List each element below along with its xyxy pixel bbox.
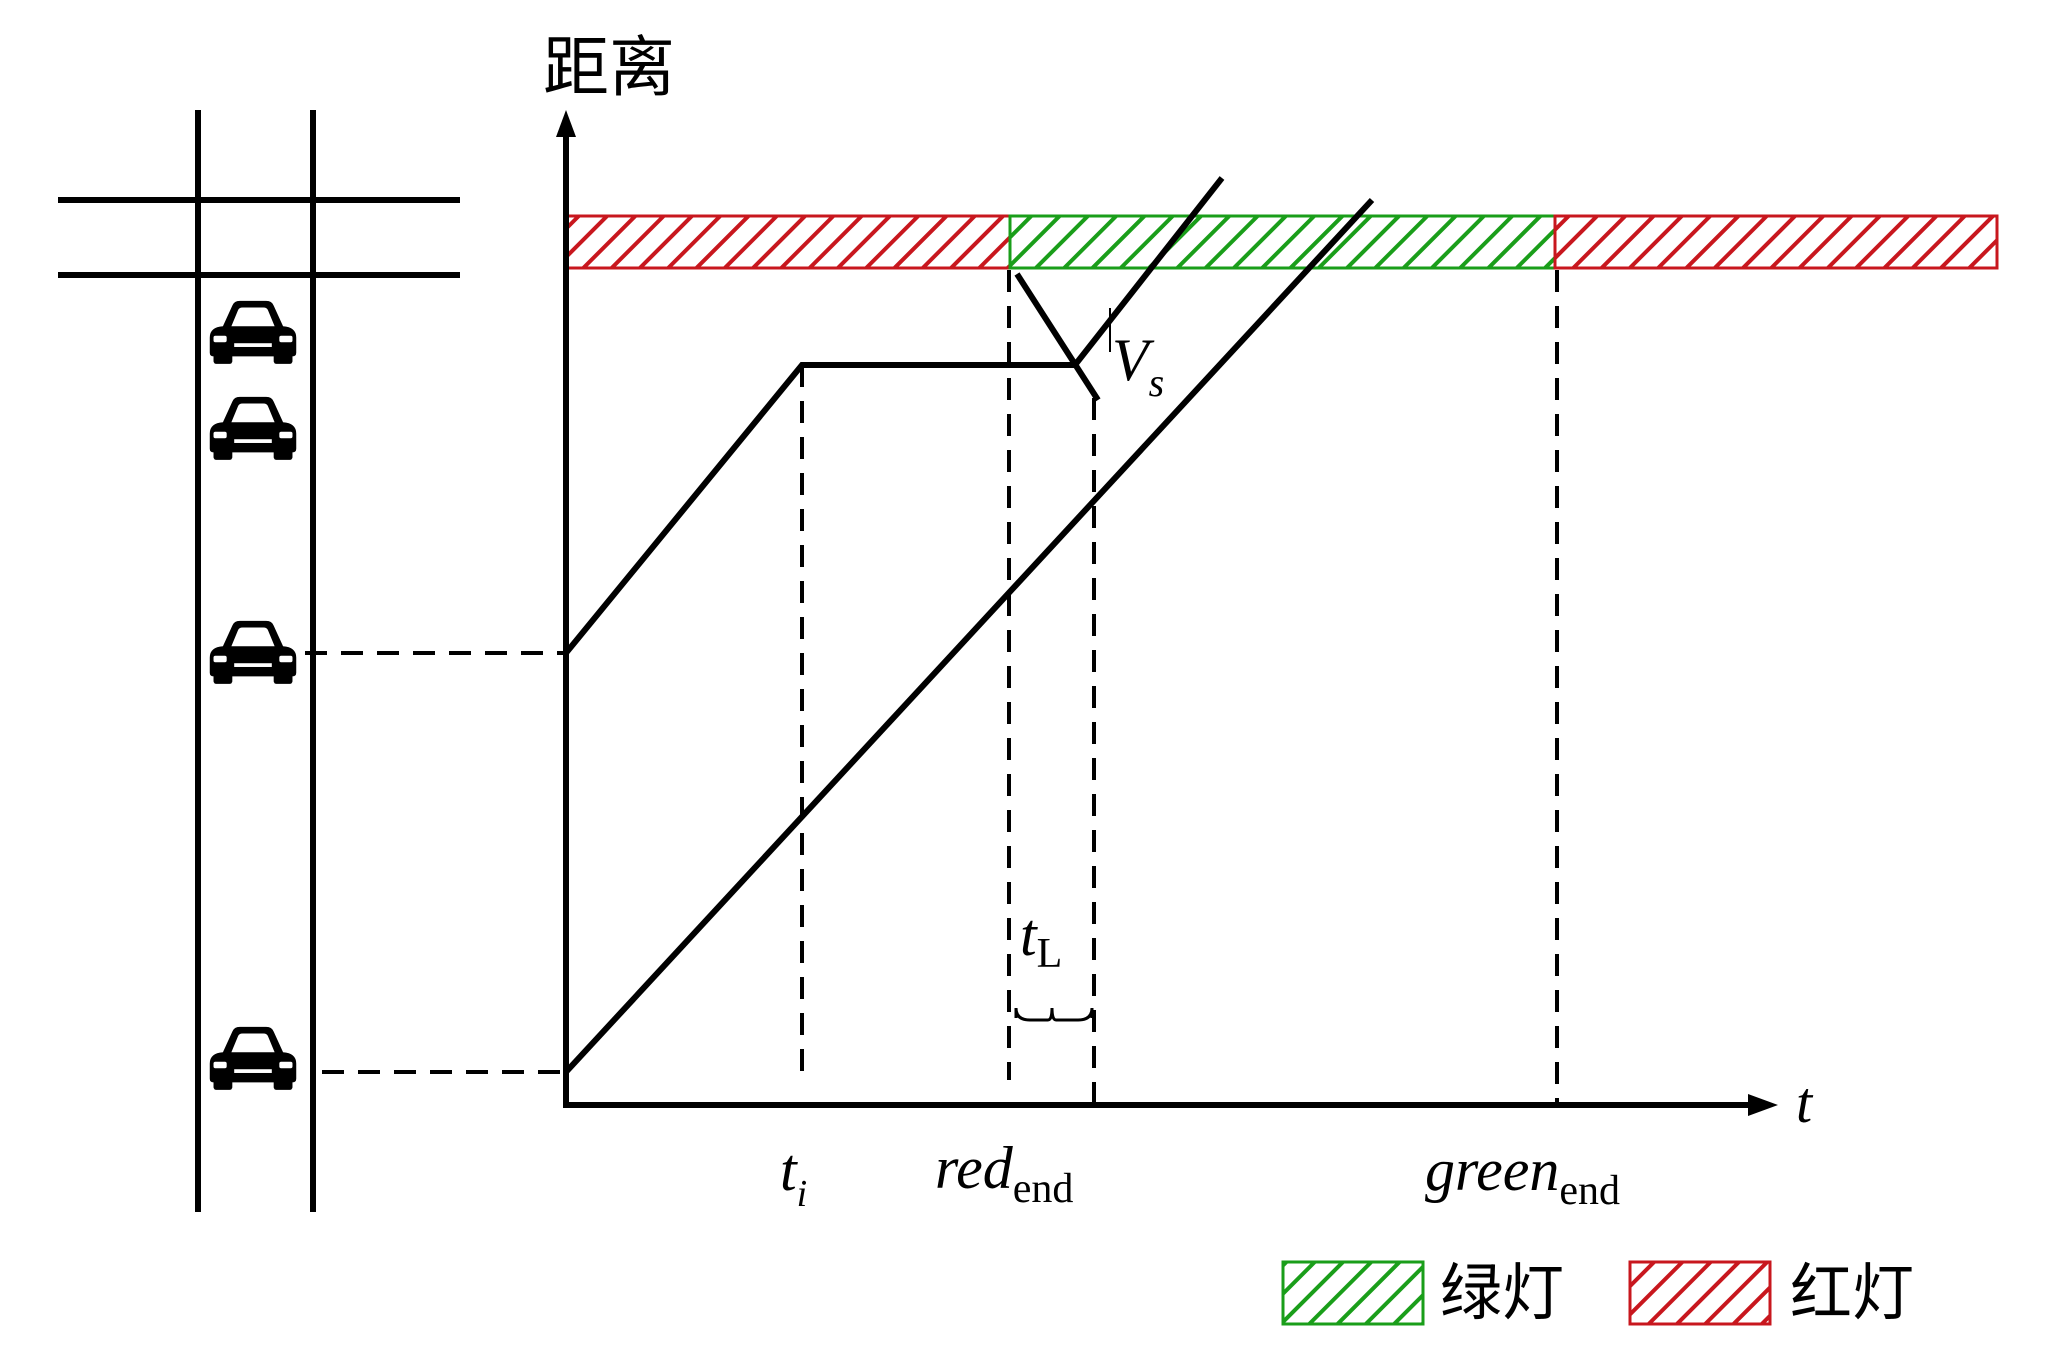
car-icon <box>209 300 297 364</box>
legend: 绿灯 红灯 <box>1281 1256 1914 1329</box>
x-axis-arrow <box>1748 1094 1778 1116</box>
trajectory-first-vehicle <box>563 362 1075 655</box>
cars <box>209 300 297 1090</box>
axes <box>556 110 1778 1116</box>
red-end-label: redend <box>935 1135 1073 1212</box>
green-end-label: greenend <box>1425 1137 1620 1214</box>
legend-green-swatch <box>1281 1260 1425 1326</box>
trajectory-second-vehicle <box>563 197 1375 1075</box>
car-icon <box>209 1026 297 1090</box>
legend-red-swatch <box>1628 1260 1772 1326</box>
red-phase-2 <box>1553 214 1999 270</box>
legend-green-label: 绿灯 <box>1440 1256 1564 1329</box>
trajectory-first-vehicle-departure <box>1072 176 1225 367</box>
trajectories <box>563 176 1375 1075</box>
green-phase <box>1008 214 1557 270</box>
x-axis-label: t <box>1796 1070 1814 1135</box>
legend-red-label: 红灯 <box>1790 1256 1914 1329</box>
queue-discharge-wave-line <box>1014 272 1101 402</box>
car-icon <box>209 396 297 460</box>
t-i-label: ti <box>780 1137 807 1215</box>
road-intersection <box>58 110 460 1212</box>
t-L-label: tL <box>1020 902 1062 977</box>
signal-phase-bar <box>564 214 1999 270</box>
y-axis-label: 距离 <box>543 29 675 106</box>
car-icon <box>209 620 297 684</box>
t-L-bracket <box>1014 1007 1094 1022</box>
v-s-label: Vs <box>1112 327 1164 405</box>
red-phase-1 <box>564 214 1012 270</box>
y-axis-arrow <box>556 110 576 137</box>
